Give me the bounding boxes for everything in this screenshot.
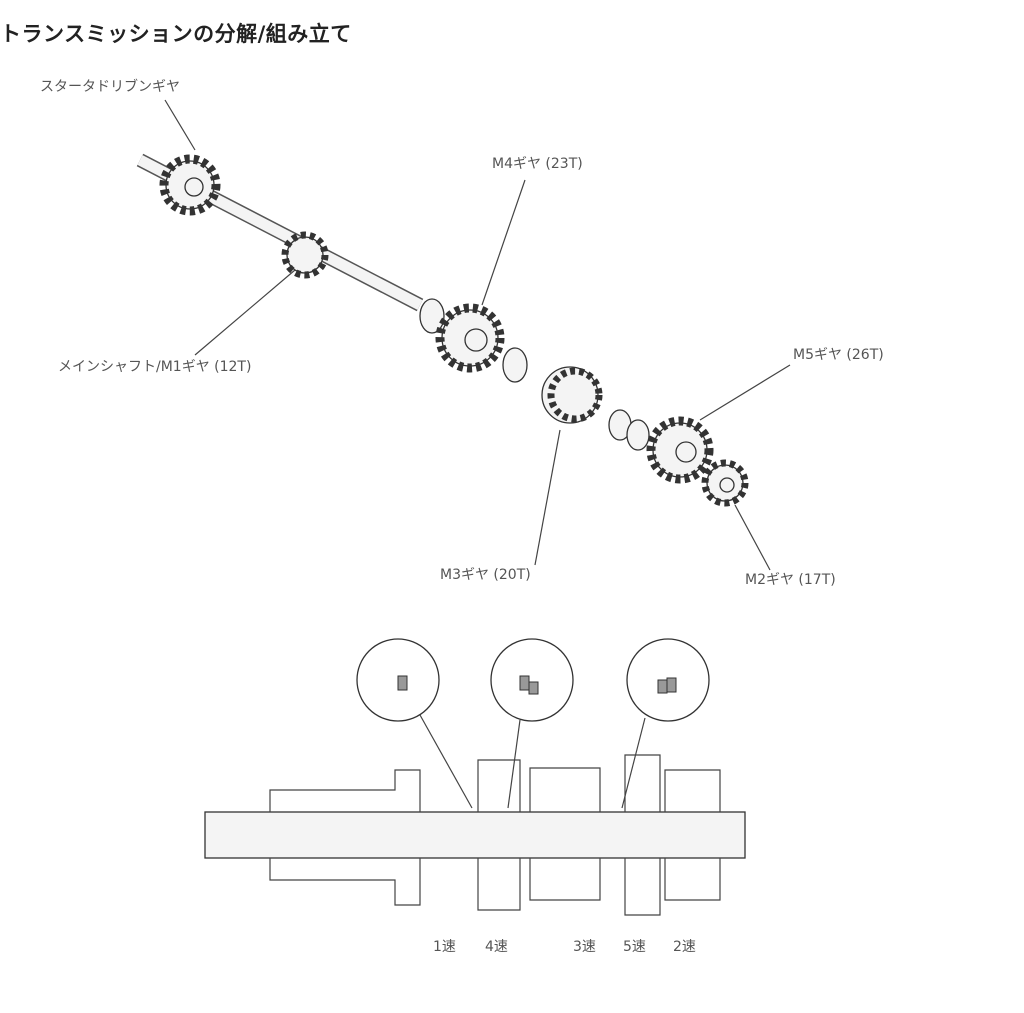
washer (419, 298, 445, 334)
assembled-view (204, 638, 746, 916)
page-title: トランスミッションの分解/組み立て (0, 22, 352, 46)
m3-gear (541, 366, 603, 424)
speed-label: 2速 (673, 939, 696, 955)
starter-driven-gear (159, 154, 221, 216)
speed-label: 5速 (623, 939, 646, 955)
detail-circle-2 (490, 638, 574, 722)
shaft (204, 811, 746, 859)
m4-gear (435, 303, 505, 373)
m5-gear (646, 416, 714, 484)
speed-label: 4速 (485, 939, 508, 955)
label-m4-gear: M4ギヤ (23T) (492, 156, 583, 172)
speed-label: 3速 (573, 939, 596, 955)
m1-gear (281, 231, 329, 279)
m2-gear (701, 459, 749, 507)
snap-ring (502, 347, 528, 383)
label-mainshaft-m1-gear: メインシャフト/M1ギヤ (12T) (58, 359, 252, 375)
label-starter-driven-gear: スタータドリブンギヤ (40, 79, 180, 95)
speed-label: 1速 (433, 939, 456, 955)
exploded-view (136, 99, 791, 571)
label-m2-gear: M2ギヤ (17T) (745, 572, 836, 588)
label-m5-gear: M5ギヤ (26T) (793, 347, 884, 363)
washer (626, 419, 650, 451)
label-m3-gear: M3ギヤ (20T) (440, 567, 531, 583)
